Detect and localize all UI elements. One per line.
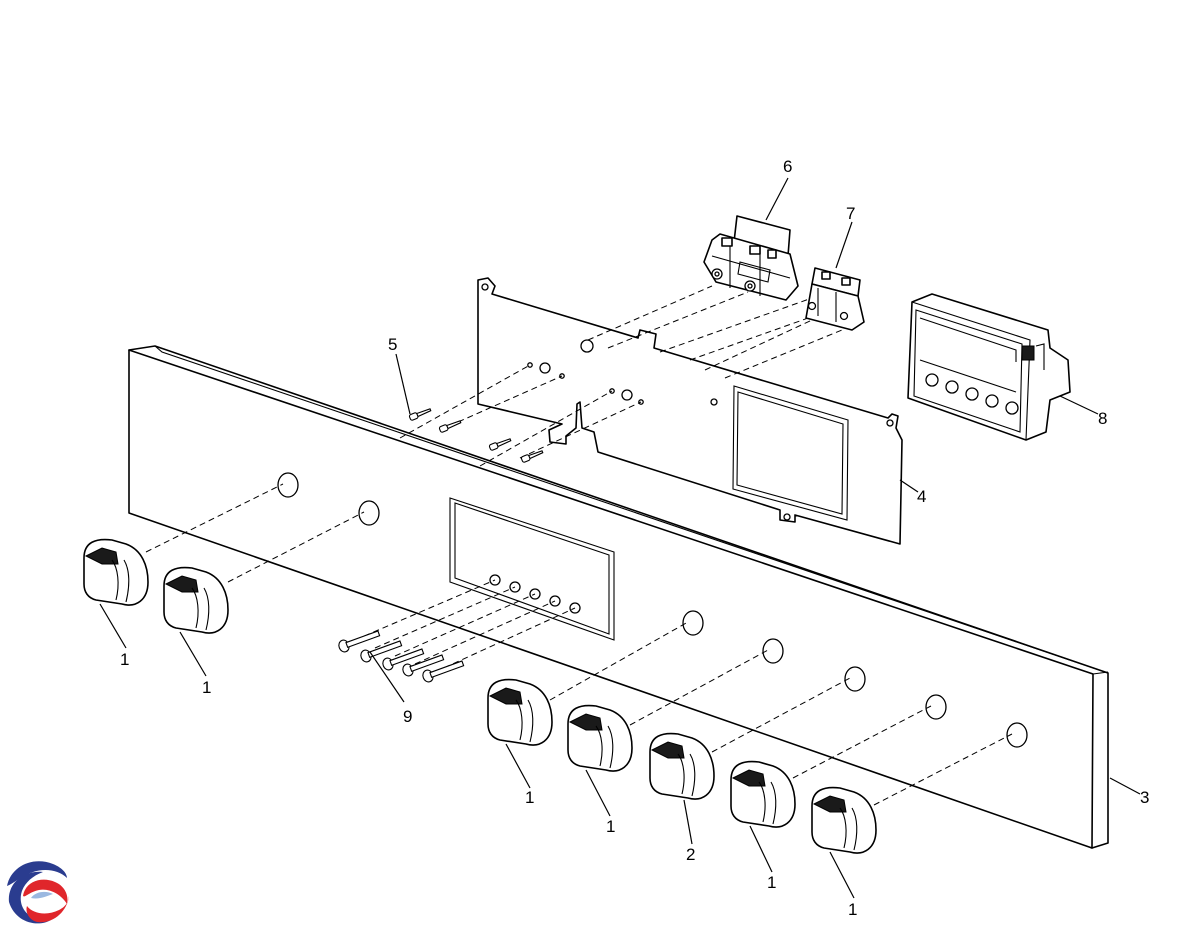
front-panel [128, 345, 1109, 849]
callout-small-switch: 7 [846, 204, 855, 223]
callout-front-panel: 3 [1140, 788, 1149, 807]
control-knob [730, 760, 796, 828]
small-switch [805, 267, 865, 331]
control-knob [487, 678, 553, 746]
callout-knob-g: 1 [848, 900, 857, 919]
callout-push-buttons: 9 [403, 707, 412, 726]
control-knob [163, 566, 229, 634]
callout-mounting-bracket: 4 [917, 487, 926, 506]
switch-block [703, 215, 799, 301]
callout-knob-d: 1 [606, 817, 615, 836]
control-knob [649, 732, 715, 800]
control-knob [811, 786, 877, 854]
callout-labels: 1 1 1 1 2 1 1 3 4 5 6 7 8 9 [120, 157, 1149, 919]
push-button [402, 654, 445, 677]
push-buttons [338, 630, 465, 683]
callout-knob-a: 1 [120, 650, 129, 669]
screw [408, 408, 432, 421]
push-button [382, 648, 425, 671]
push-button [422, 660, 465, 683]
timer-module [907, 293, 1071, 441]
mounting-screws [408, 408, 544, 463]
screw [488, 438, 512, 451]
callout-knob-c: 1 [525, 788, 534, 807]
callout-knob-e: 2 [686, 845, 695, 864]
push-button [360, 640, 403, 663]
control-knob [567, 704, 633, 772]
callout-knob-b: 1 [202, 678, 211, 697]
screw [438, 420, 462, 433]
brand-swirl-logo-icon [5, 860, 69, 924]
callout-switch-block: 6 [783, 157, 792, 176]
callout-timer-module: 8 [1098, 409, 1107, 428]
control-knob [83, 538, 149, 606]
leader-lines [99, 177, 1141, 899]
push-button [338, 630, 381, 653]
callout-knob-f: 1 [767, 873, 776, 892]
callout-screws: 5 [388, 335, 397, 354]
screw [520, 450, 544, 463]
assembly-guide-lines [145, 285, 1013, 806]
mounting-bracket [477, 277, 903, 545]
